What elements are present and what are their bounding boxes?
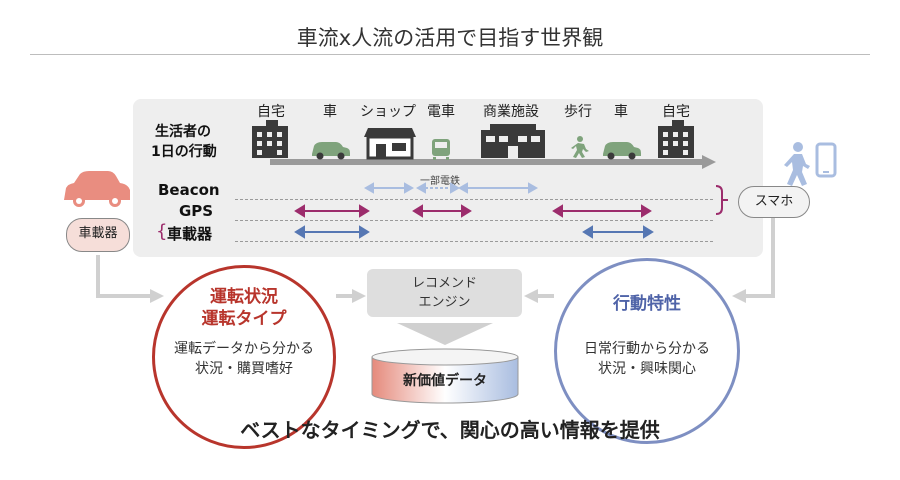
behavior-circle: 行動特性 日常行動から分かる 状況・興味関心	[554, 258, 740, 444]
place-walk: 歩行	[564, 104, 592, 120]
recommend-engine: レコメンド エンジン	[367, 269, 522, 317]
place-home-2: 自宅	[662, 104, 690, 120]
arrow-vehicle-to-circle	[96, 255, 150, 298]
shop-icon	[364, 128, 416, 160]
walker-icon	[571, 136, 589, 158]
vehicle-node: 車載器	[66, 218, 130, 252]
divider-vehicle	[235, 241, 713, 242]
activity-label-1: 生活者の	[155, 124, 211, 140]
place-train: 電車	[427, 104, 455, 120]
row-beacon: Beacon	[158, 181, 220, 199]
building-icon	[252, 120, 288, 158]
place-car-1: 車	[323, 104, 337, 120]
row-vehicle: 車載器	[167, 225, 213, 243]
activity-label-2: 1日の行動	[151, 144, 217, 160]
building-icon-2	[658, 120, 694, 158]
person-phone-icon	[784, 142, 837, 186]
partial-train-note: 一部電鉄	[420, 176, 460, 187]
database-label: 新価値データ	[403, 373, 487, 389]
driving-body-1: 運転データから分かる	[174, 341, 314, 357]
bottom-message: ベストなタイミングで、関心の高い情報を提供	[240, 418, 660, 442]
daily-activity-panel	[133, 99, 763, 257]
database-icon	[371, 348, 519, 404]
page-title: 車流x人流の活用で目指す世界観	[296, 26, 604, 50]
beacon-ranges	[363, 182, 539, 194]
phone-bracket	[715, 185, 723, 215]
engine-down-arrow	[397, 323, 493, 345]
engine-line-1: レコメンド	[411, 276, 477, 291]
behavior-body-1: 日常行動から分かる	[584, 341, 710, 357]
driving-title-1: 運転状況	[210, 287, 278, 307]
title-divider	[30, 54, 870, 55]
driving-body-2: 状況・購買嗜好	[195, 361, 293, 377]
mall-icon	[481, 124, 545, 158]
timeline-arrow	[270, 155, 716, 169]
car-icon-large	[64, 171, 130, 207]
divider-gps	[235, 220, 713, 221]
place-mall: 商業施設	[483, 104, 539, 120]
place-home-1: 自宅	[257, 104, 285, 120]
row-gps: GPS	[179, 202, 214, 220]
car-icon-2	[603, 142, 641, 160]
driving-circle: 運転状況 運転タイプ 運転データから分かる 状況・購買嗜好	[152, 265, 336, 449]
car-icon	[312, 142, 350, 160]
place-shop: ショップ	[360, 104, 416, 120]
vehicle-ranges	[294, 225, 654, 239]
behavior-title: 行動特性	[613, 294, 681, 314]
train-icon	[432, 139, 450, 160]
place-car-2: 車	[614, 104, 628, 120]
engine-line-2: エンジン	[418, 295, 471, 310]
behavior-body-2: 状況・興味関心	[598, 361, 696, 377]
vehicle-bracket: {	[156, 221, 168, 242]
gps-ranges	[294, 204, 652, 218]
activity-icons	[252, 120, 716, 169]
driving-title-2: 運転タイプ	[201, 309, 287, 329]
phone-node: スマホ	[738, 186, 810, 218]
arrow-phone-to-circle	[745, 212, 775, 298]
divider-beacon	[235, 199, 713, 200]
